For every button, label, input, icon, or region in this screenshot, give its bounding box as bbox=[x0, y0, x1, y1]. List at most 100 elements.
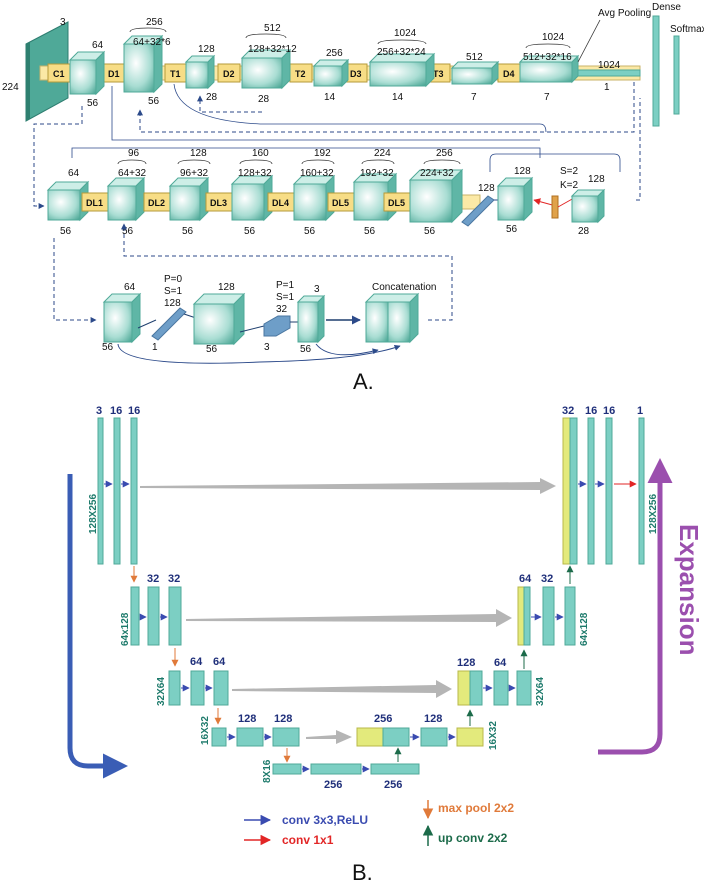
enc-l3-map-0 bbox=[168, 670, 181, 706]
enc-l3-dim: 32X64 bbox=[156, 677, 167, 706]
dense-cube-6-brace bbox=[361, 159, 395, 165]
dec-d4-skip-half bbox=[356, 727, 384, 747]
dl1-label: DL1 bbox=[86, 198, 103, 208]
dense-block-input-link bbox=[33, 106, 83, 209]
dec-d3-dim: 32X64 bbox=[535, 677, 546, 706]
dec-d4-map-1 bbox=[420, 727, 448, 747]
dl3-label: DL3 bbox=[210, 198, 227, 208]
dec-d3-skip-half bbox=[457, 670, 471, 706]
dense-cube-4-sz: 56 bbox=[244, 226, 256, 237]
cube-256-14 bbox=[312, 58, 350, 88]
dense-cube-2-sz: 56 bbox=[122, 226, 134, 237]
bottleneck-ch-0: 256 bbox=[324, 779, 342, 791]
dl-cube-1 bbox=[102, 292, 142, 344]
dl-conv1-ch: 128 bbox=[164, 298, 181, 309]
dense-layer-out-link bbox=[121, 223, 453, 321]
pooled-ch: 128 bbox=[588, 174, 605, 185]
b1-channels: 64 bbox=[92, 40, 104, 51]
b5-size: 14 bbox=[324, 92, 336, 103]
panel-a: 3 224 C1 D1 T1 D2 T2 D3 T3 D4 64 56 bbox=[2, 2, 704, 394]
dense-cube-6-sz: 56 bbox=[364, 226, 376, 237]
enc-l4-map-2 bbox=[272, 727, 300, 747]
cube-512-28 bbox=[240, 48, 292, 90]
block-t3: T3 bbox=[433, 69, 444, 79]
dl-c3-ch: 3 bbox=[314, 284, 320, 295]
b6-brace bbox=[377, 39, 427, 45]
block-d3: D3 bbox=[350, 69, 362, 79]
panel-b-caption: B. bbox=[352, 860, 373, 885]
enc-l3-map-2 bbox=[213, 670, 229, 706]
dec-d3-ch-0: 128 bbox=[457, 657, 475, 669]
b7-channels: 512 bbox=[466, 52, 483, 63]
dl-conv1-link bbox=[137, 319, 157, 329]
dl-conv1-s: S=1 bbox=[164, 286, 183, 297]
dl-conv1-k: 1 bbox=[152, 342, 158, 353]
enc-l1-ch-0: 3 bbox=[96, 405, 102, 417]
enc-l1-dim: 128X256 bbox=[88, 494, 99, 534]
dec-d2-skip-half bbox=[517, 586, 525, 646]
block-d2-box bbox=[217, 63, 241, 83]
dense-label: Dense bbox=[652, 2, 681, 13]
pool-stride: S=2 bbox=[560, 166, 579, 177]
dl4-label: DL4 bbox=[272, 198, 289, 208]
enc-l2-ch-0: 32 bbox=[147, 573, 159, 585]
transition-to-t1-link bbox=[197, 95, 262, 113]
pool-link bbox=[557, 197, 575, 208]
dense-cube-2-brace bbox=[117, 159, 147, 165]
enc-l2-map-0 bbox=[130, 586, 140, 646]
panel-a-caption: A. bbox=[353, 369, 374, 394]
b6-size: 14 bbox=[392, 92, 404, 103]
concat-cube bbox=[364, 292, 420, 344]
b6-top: 1024 bbox=[394, 28, 417, 39]
output-map bbox=[638, 417, 645, 565]
dense-cube-5-brace bbox=[301, 159, 335, 165]
bottleneck-dim: 8X16 bbox=[262, 759, 273, 783]
dense-cube-5-sz: 56 bbox=[304, 226, 316, 237]
b4-size: 28 bbox=[258, 94, 270, 105]
transition-sz: 56 bbox=[506, 224, 518, 235]
dec-d4-ch-0: 256 bbox=[374, 713, 392, 725]
dense-cube-3-top: 128 bbox=[190, 148, 207, 159]
softmax-bar bbox=[673, 35, 680, 115]
dec-d4-up-half bbox=[382, 727, 410, 747]
dl-conv2-link bbox=[239, 325, 265, 333]
b2-size: 56 bbox=[148, 96, 160, 107]
dec-d2-ch-0: 64 bbox=[519, 573, 532, 585]
skip-concat-link bbox=[117, 343, 401, 364]
dec-d2-dim: 64x128 bbox=[579, 612, 590, 646]
dense-cube-2-top: 96 bbox=[128, 148, 140, 159]
fc-bar bbox=[577, 69, 641, 77]
dl-c2-ch: 128 bbox=[218, 282, 235, 293]
flat-conv-ch: 128 bbox=[478, 183, 495, 194]
dense-cube-3 bbox=[168, 176, 210, 222]
transition-ch: 128 bbox=[514, 166, 531, 177]
dense-cube-1-sz: 56 bbox=[60, 226, 72, 237]
dense-cube-7-brace bbox=[423, 159, 461, 165]
dense-cube-2 bbox=[106, 176, 146, 222]
dense-cube-3-sz: 56 bbox=[182, 226, 194, 237]
b3-size: 28 bbox=[206, 92, 218, 103]
legend-conv: conv 3x3,ReLU bbox=[282, 813, 368, 827]
dense-cube-7-ch: 224+32 bbox=[420, 168, 454, 179]
dl5a-label: DL5 bbox=[332, 198, 349, 208]
dl-c1-sz: 56 bbox=[102, 342, 114, 353]
dec-d1-skip-half bbox=[562, 417, 571, 565]
dl-conv2-ch: 32 bbox=[276, 304, 288, 315]
b4-channels: 128+32*12 bbox=[248, 44, 297, 55]
concat-label: Concatenation bbox=[372, 282, 437, 293]
dense-cube-7 bbox=[408, 168, 464, 224]
enc-l4-ch-0: 128 bbox=[238, 713, 256, 725]
skip-arrow-l1 bbox=[140, 478, 556, 494]
dense-block-bracket bbox=[71, 147, 541, 158]
softmax-label: Softmax bbox=[670, 24, 704, 35]
new-features-link bbox=[315, 343, 379, 356]
block-d2: D2 bbox=[223, 69, 235, 79]
bottleneck-map-1 bbox=[310, 763, 362, 775]
dl2-label: DL2 bbox=[148, 198, 165, 208]
enc-l3-map-1 bbox=[190, 670, 205, 706]
dl-cube-3 bbox=[296, 294, 326, 344]
avg-pooling-label: Avg Pooling bbox=[598, 8, 651, 19]
enc-l4-map-1 bbox=[236, 727, 264, 747]
dense-cube-3-brace bbox=[177, 159, 211, 165]
